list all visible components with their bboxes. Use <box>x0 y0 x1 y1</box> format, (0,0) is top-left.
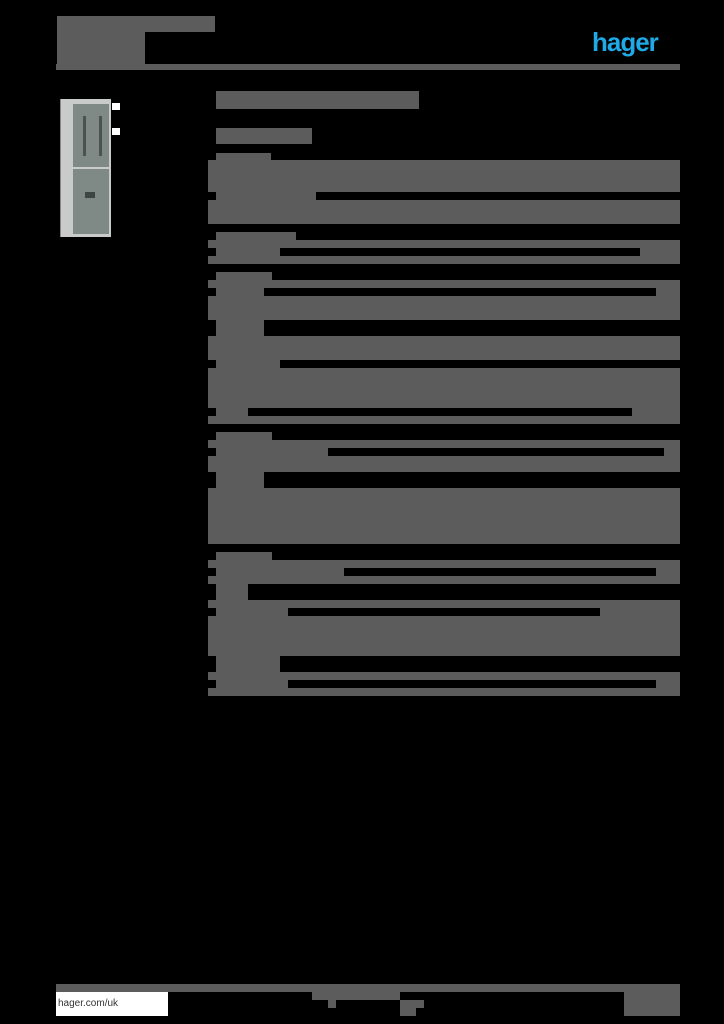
section-text-redacted <box>632 408 680 416</box>
footer-center-redacted <box>312 992 400 1000</box>
section-heading-redacted <box>216 432 272 440</box>
section-text-redacted <box>216 680 288 688</box>
section-text-redacted <box>664 448 680 456</box>
doc-subtitle-redacted <box>57 32 145 64</box>
section-text-redacted <box>208 256 680 264</box>
section-text-redacted <box>208 440 680 448</box>
section-text-redacted <box>216 448 328 456</box>
hager-logo: hager <box>592 27 659 57</box>
image-callout-1 <box>112 103 120 110</box>
doc-title-redacted <box>57 16 215 32</box>
section-text-redacted <box>216 408 248 416</box>
section-text-redacted <box>208 160 680 192</box>
section-text-redacted <box>208 368 680 408</box>
footer-center-redacted <box>328 1000 336 1008</box>
section-heading-redacted <box>216 153 271 161</box>
section-text-redacted <box>600 608 680 616</box>
section-text-redacted <box>208 560 680 568</box>
section-text-redacted <box>208 456 680 472</box>
section-text-redacted <box>208 688 680 696</box>
section-text-redacted <box>208 416 680 424</box>
footer-center-redacted <box>400 1000 424 1008</box>
section-text-redacted <box>208 200 680 224</box>
section-text-redacted <box>216 656 280 672</box>
footer-center-redacted <box>400 1008 416 1016</box>
footer-rule <box>56 984 680 992</box>
section-heading-redacted <box>216 232 296 240</box>
section-text-redacted <box>216 568 344 576</box>
section-text-redacted <box>216 192 316 200</box>
section-text-redacted <box>656 288 680 296</box>
section-text-redacted <box>656 680 680 688</box>
product-code-redacted <box>216 128 312 144</box>
product-title-redacted <box>216 91 419 109</box>
section-text-redacted <box>208 616 680 656</box>
section-text-redacted <box>208 600 680 608</box>
footer-website-link[interactable]: hager.com/uk <box>56 992 168 1016</box>
product-image-enclosure <box>60 99 111 237</box>
section-text-redacted <box>208 280 680 288</box>
section-text-redacted <box>208 672 680 680</box>
section-text-redacted <box>216 472 264 488</box>
image-callout-2 <box>112 128 120 135</box>
section-text-redacted <box>640 248 680 256</box>
section-text-redacted <box>208 240 680 248</box>
header-rule <box>56 64 680 70</box>
section-text-redacted <box>208 576 680 584</box>
section-heading-redacted <box>216 272 272 280</box>
section-text-redacted <box>208 296 680 320</box>
section-text-redacted <box>208 488 680 544</box>
section-text-redacted <box>216 288 264 296</box>
section-text-redacted <box>216 248 280 256</box>
section-text-redacted <box>656 568 680 576</box>
section-text-redacted <box>216 320 264 336</box>
footer-page-redacted <box>624 992 680 1016</box>
section-text-redacted <box>216 608 288 616</box>
section-text-redacted <box>216 360 280 368</box>
section-text-redacted <box>208 336 680 360</box>
section-text-redacted <box>216 584 248 600</box>
section-heading-redacted <box>216 552 272 560</box>
